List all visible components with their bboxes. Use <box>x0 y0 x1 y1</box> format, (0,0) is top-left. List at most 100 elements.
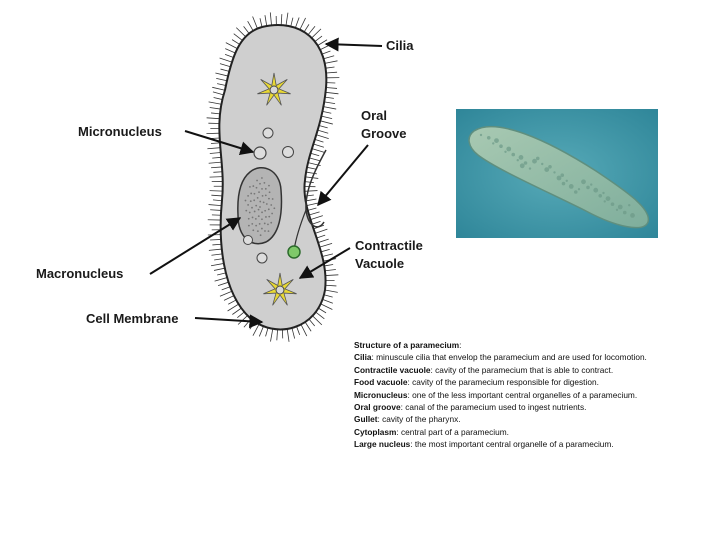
cilium <box>307 25 316 35</box>
granule <box>568 184 574 189</box>
caption-desc: : cavity of the pharynx. <box>377 414 461 425</box>
cilium <box>314 139 324 143</box>
vacuole-center <box>275 285 285 295</box>
cilium <box>225 48 236 54</box>
caption-item: Contractile vacuole: cavity of the param… <box>354 364 724 376</box>
cilium <box>209 152 221 154</box>
cilium <box>227 303 239 312</box>
cilium <box>303 24 310 33</box>
cilium <box>307 207 317 211</box>
cilium <box>311 28 322 39</box>
cilium <box>324 269 336 272</box>
cilium <box>219 290 233 297</box>
cilium <box>210 112 221 115</box>
granule <box>598 194 603 198</box>
cilium <box>207 147 221 150</box>
cilium <box>276 329 278 341</box>
granule <box>486 136 491 140</box>
caption-item: Food vacuole: cavity of the paramecium r… <box>354 376 724 388</box>
arrow-macronucleus <box>149 217 242 275</box>
cilium <box>237 311 245 318</box>
cilium <box>310 215 323 221</box>
caption-desc: : one of the less important central orga… <box>407 389 638 400</box>
macronucleus-dot <box>257 208 260 211</box>
macronucleus-dot <box>251 216 254 219</box>
label-micronucleus: Micronucleus <box>78 124 162 139</box>
micrograph-image <box>456 109 658 238</box>
granule <box>511 152 516 157</box>
label-cell-membrane: Cell Membrane <box>86 311 178 326</box>
cilium <box>320 120 333 125</box>
macronucleus-dot <box>255 204 258 207</box>
cilium <box>296 326 301 336</box>
granule <box>553 171 556 174</box>
macronucleus-dot <box>268 184 270 187</box>
macronucleus-dot <box>261 187 263 190</box>
cilium <box>213 171 223 173</box>
granule <box>528 167 532 170</box>
cilium <box>228 299 237 305</box>
macronucleus-dot <box>259 206 261 208</box>
macronucleus-dot <box>258 222 261 225</box>
caption-term: Gullet <box>354 414 378 425</box>
macronucleus-dot <box>248 211 251 214</box>
cilium <box>324 289 338 293</box>
label-macronucleus: Macronucleus <box>36 266 123 281</box>
caption-item: Gullet: cavity of the pharynx. <box>354 413 724 425</box>
cilium <box>247 20 254 31</box>
cilium <box>325 274 339 276</box>
label-contractile-line2: Vacuole <box>355 256 404 271</box>
macronucleus-dot <box>264 187 267 190</box>
arrow-oral-groove <box>317 144 369 207</box>
cilium <box>221 286 231 291</box>
granule <box>516 159 519 162</box>
cilium <box>232 307 242 315</box>
granule <box>622 210 627 215</box>
macronucleus-dot <box>247 194 249 197</box>
cilium <box>308 211 320 216</box>
cilium <box>223 295 235 301</box>
food-vacuole <box>243 235 253 245</box>
macronucleus-dot <box>247 217 250 220</box>
cilium <box>206 117 220 120</box>
cilium <box>291 327 296 339</box>
cilium <box>322 253 334 257</box>
cilium <box>324 60 338 64</box>
granule <box>544 167 550 172</box>
caption-term: Cilia <box>354 352 372 363</box>
cilium <box>212 156 222 159</box>
cilium <box>304 321 312 332</box>
food-vacuole <box>282 146 294 158</box>
cilium <box>264 15 268 27</box>
macronucleus-dot <box>261 227 263 230</box>
caption-title-colon: : <box>459 340 462 350</box>
cilium <box>312 315 323 326</box>
caption-term: Food vacuole <box>354 377 408 388</box>
cilium <box>317 129 329 134</box>
granule <box>565 179 568 182</box>
contractile-vacuole-bottom <box>263 272 297 306</box>
macronucleus-dot <box>271 212 274 215</box>
cilium <box>320 303 333 310</box>
cilium <box>208 101 222 105</box>
cilium <box>318 125 328 129</box>
granule <box>602 191 605 195</box>
cilium <box>316 234 326 239</box>
granule <box>519 163 525 169</box>
cilium <box>280 14 283 26</box>
granule <box>506 146 512 152</box>
cilium <box>210 263 224 267</box>
cilium <box>324 264 334 267</box>
macronucleus-dot <box>265 216 267 218</box>
cilium <box>249 321 256 330</box>
cilium <box>304 190 318 192</box>
macronucleus-dot <box>273 207 276 210</box>
macronucleus-dot <box>267 208 270 211</box>
macronucleus-dot <box>259 182 261 185</box>
cilium <box>212 91 224 96</box>
macronucleus-dot <box>261 195 264 197</box>
caption-term: Oral groove <box>354 402 401 413</box>
macronucleus-dot <box>250 192 253 195</box>
cilium <box>219 63 231 68</box>
cilium <box>304 181 314 183</box>
